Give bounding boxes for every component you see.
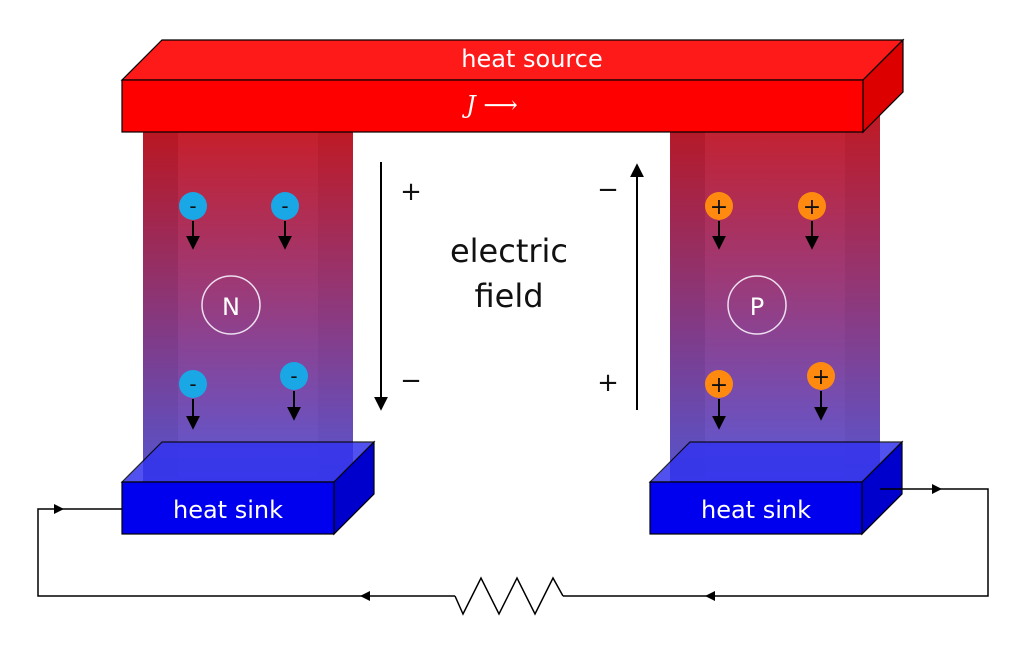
- electric-field: + − − + electric field: [374, 162, 644, 411]
- wire-arrow-icon: [54, 504, 64, 514]
- n-leg-marker: [201, 275, 261, 335]
- right-field-bottom-sign: +: [597, 368, 619, 398]
- p-leg-label: P: [750, 293, 764, 321]
- circuit-wire-left: [37, 508, 455, 597]
- electron: -: [179, 370, 207, 430]
- left-field-bottom-sign: −: [400, 366, 422, 396]
- field-label-line2: field: [474, 277, 543, 315]
- hole: +: [798, 192, 826, 250]
- hole: +: [807, 362, 835, 421]
- n-type-leg: N: [143, 130, 353, 482]
- wire-arrow-icon: [705, 591, 715, 601]
- electron: -: [280, 362, 308, 421]
- svg-text:+: +: [812, 365, 830, 390]
- right-heat-sink: heat sink: [648, 440, 904, 536]
- svg-text:-: -: [281, 194, 288, 218]
- p-leg-marker: [727, 275, 787, 335]
- circuit-arrows: [54, 484, 942, 601]
- svg-text:-: -: [189, 194, 196, 218]
- hole-carriers: + + + +: [705, 192, 835, 430]
- heat-source-label: heat source: [461, 45, 602, 73]
- current-label: J ⟶: [461, 91, 518, 119]
- resistor-icon: [454, 576, 564, 616]
- hole: +: [705, 192, 733, 250]
- hole: +: [705, 370, 733, 430]
- electron: -: [271, 192, 299, 250]
- electron-carriers: - - - -: [179, 192, 308, 430]
- wire-arrow-icon: [932, 484, 942, 494]
- field-label-line1: electric: [450, 232, 568, 270]
- left-field-top-sign: +: [400, 177, 422, 207]
- svg-text:+: +: [710, 373, 728, 398]
- wire-arrow-icon: [360, 591, 370, 601]
- left-sink-label: heat sink: [173, 496, 283, 524]
- right-field-top-sign: −: [597, 175, 619, 205]
- p-type-leg: P: [670, 115, 880, 482]
- svg-text:-: -: [290, 364, 297, 388]
- n-leg-label: N: [222, 293, 240, 321]
- svg-text:+: +: [710, 195, 728, 220]
- heat-source-bar: heat source J ⟶: [120, 38, 905, 134]
- left-heat-sink: heat sink: [120, 440, 376, 536]
- svg-text:-: -: [189, 372, 196, 396]
- right-sink-label: heat sink: [701, 496, 811, 524]
- electron: -: [179, 192, 207, 250]
- svg-text:+: +: [803, 195, 821, 220]
